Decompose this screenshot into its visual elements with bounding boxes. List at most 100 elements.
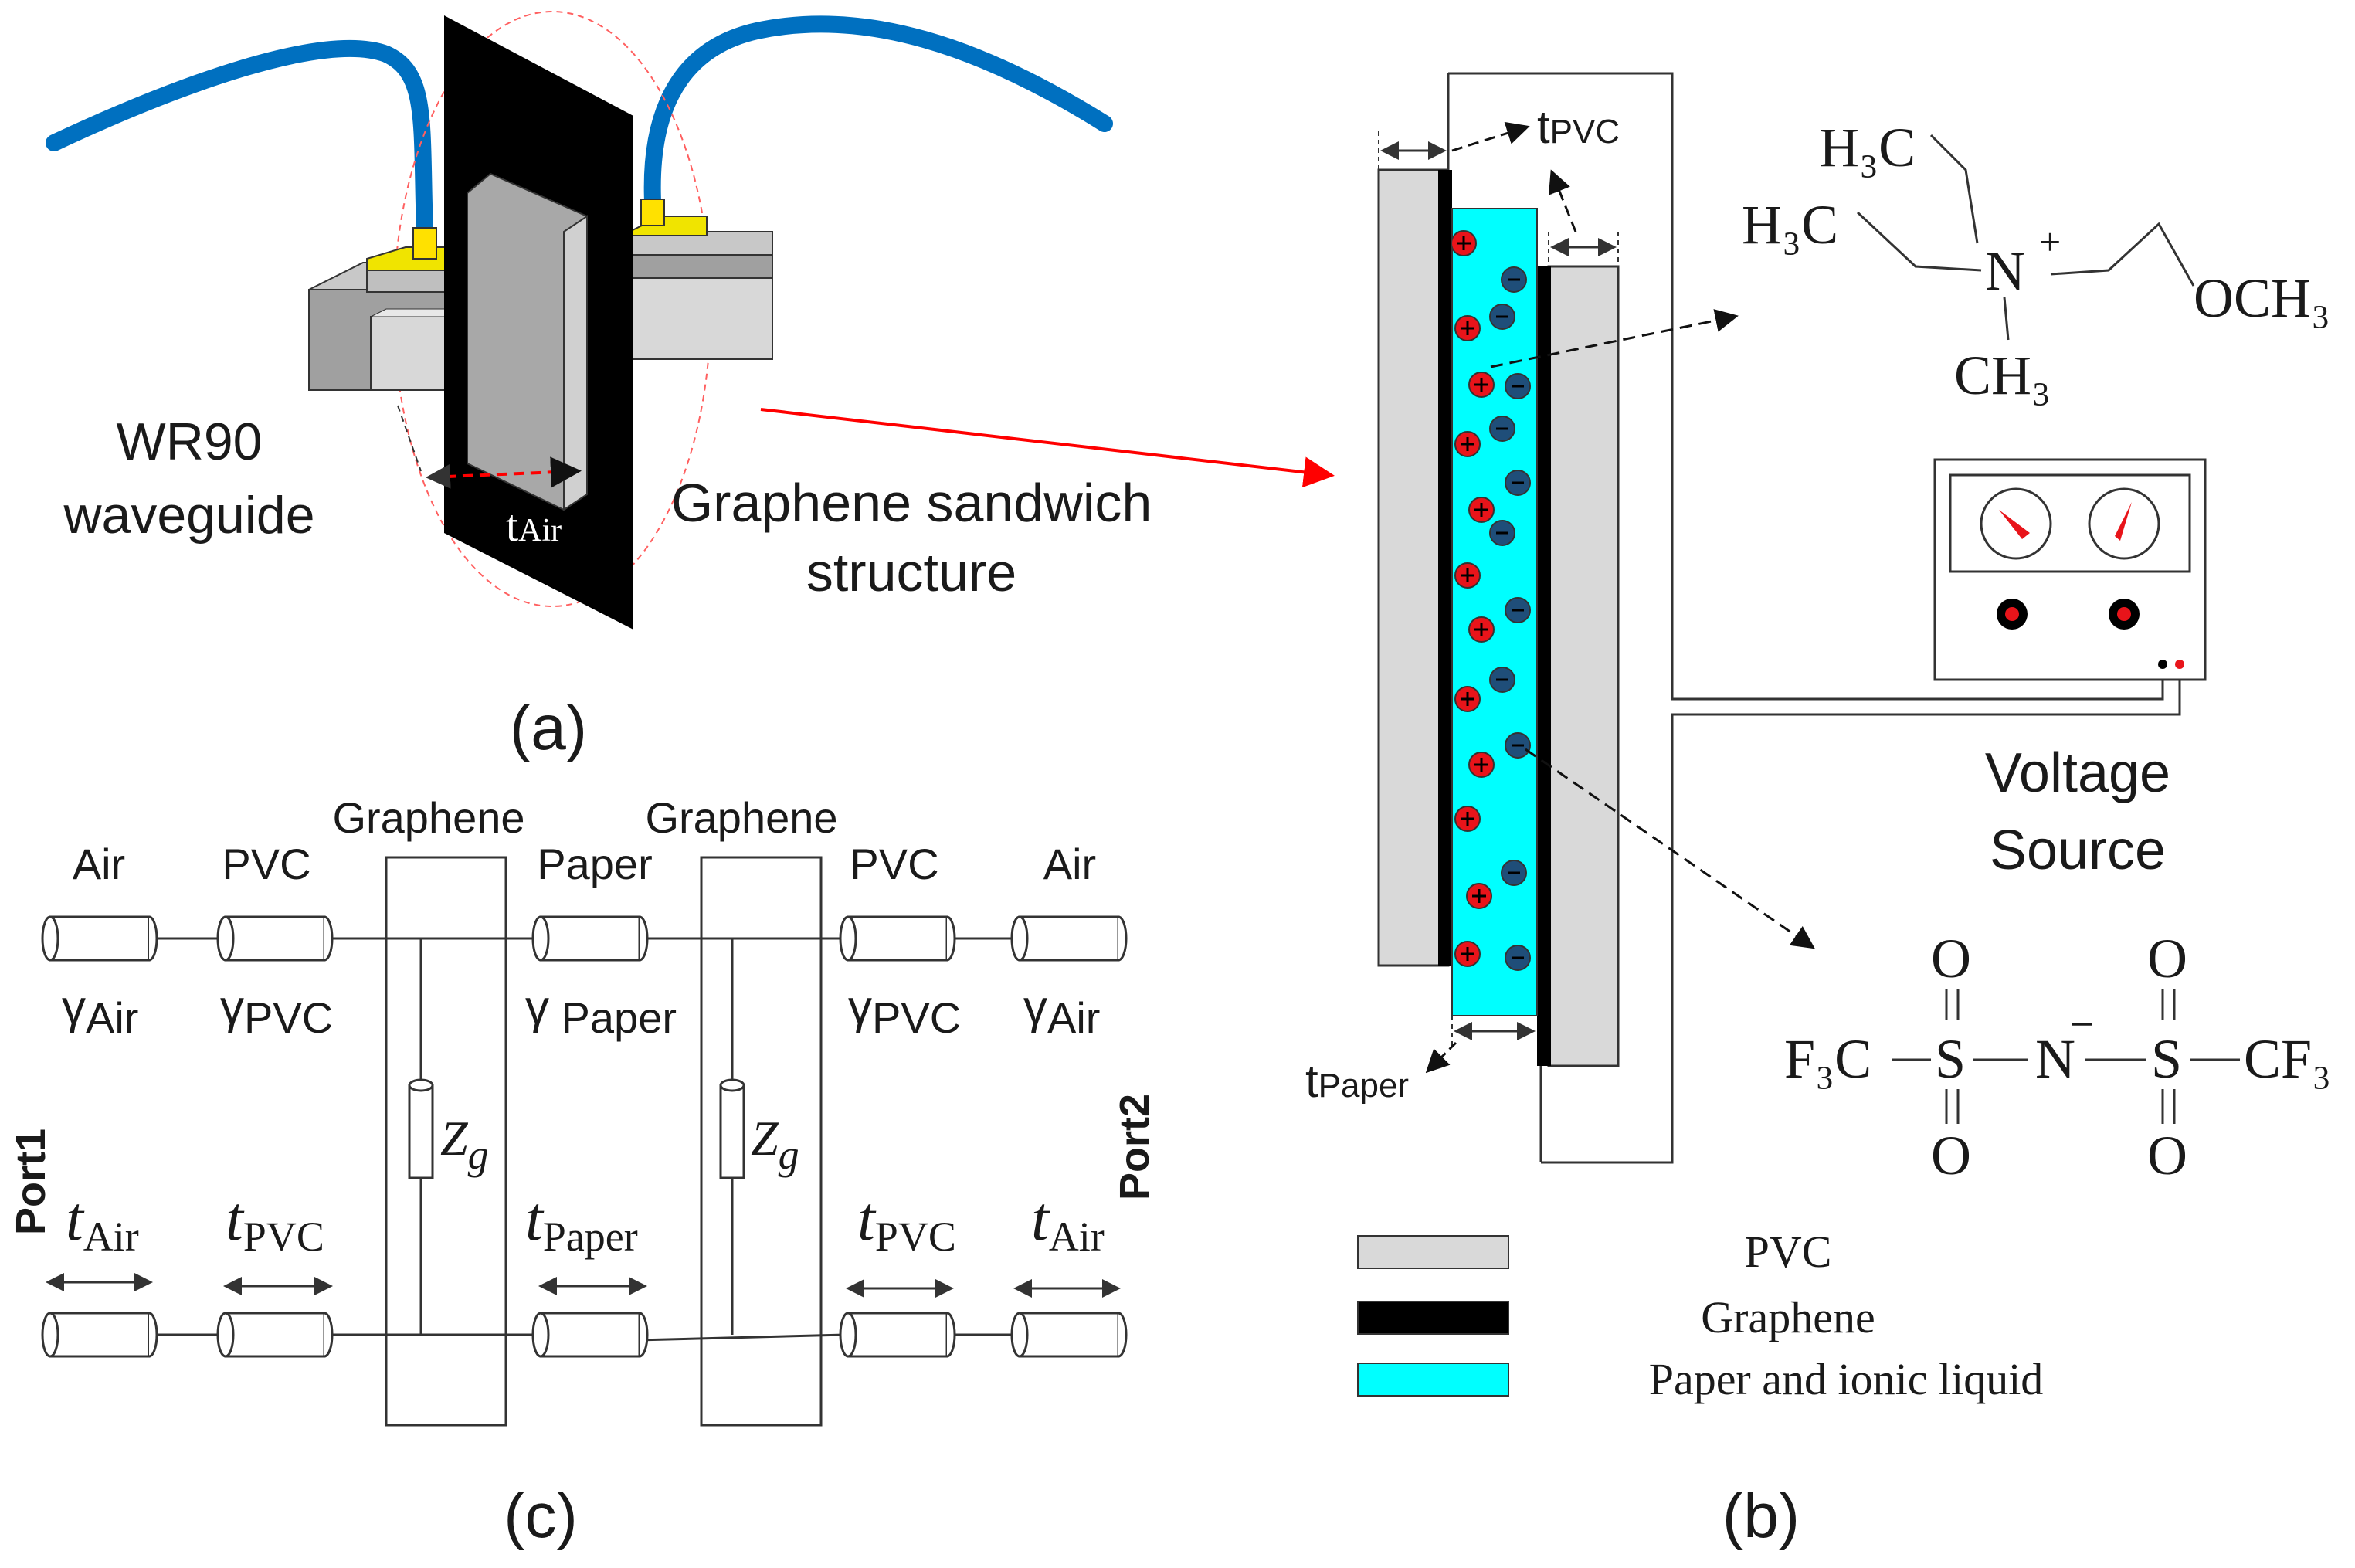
ion-group bbox=[1451, 230, 1531, 971]
legend-swatch-pvc bbox=[1357, 1235, 1509, 1269]
tline-section-top-1 bbox=[41, 915, 158, 962]
voltage-source-label-2: Source bbox=[1990, 820, 2166, 881]
zoom-arrow bbox=[760, 408, 1335, 488]
t-pvc-right: tPVC bbox=[857, 1183, 956, 1260]
knob-left bbox=[1997, 599, 2028, 630]
legend-label-graphene: Graphene bbox=[1701, 1292, 1875, 1342]
zg-element-1 bbox=[408, 1078, 434, 1179]
svg-text:F₃C: F₃C bbox=[1784, 1028, 1871, 1090]
t-pvc-label: tPVC bbox=[1537, 101, 1620, 153]
t-air-arrow bbox=[426, 456, 582, 489]
cation-plus-sign bbox=[1461, 437, 1474, 451]
waveguide-label-line1: WR90 bbox=[117, 412, 263, 471]
port2-label: Port2 bbox=[1111, 1094, 1158, 1200]
cation-plus-sign bbox=[1461, 321, 1474, 335]
label-pvc-left: PVC bbox=[222, 840, 310, 888]
svg-text:N: N bbox=[1985, 240, 2025, 302]
voltage-source-label-1: Voltage bbox=[1985, 742, 2170, 804]
panel-b: tPVC tPaper H₃C H₃C N + OCH₃ CH₃ bbox=[1305, 72, 2331, 1551]
zg-label-1: Zg bbox=[440, 1111, 489, 1178]
legend-swatch-graphene bbox=[1357, 1301, 1509, 1335]
t-air-left: tAir bbox=[66, 1183, 139, 1260]
svg-text:O: O bbox=[2147, 928, 2187, 989]
svg-text:H₃C: H₃C bbox=[1742, 194, 1838, 256]
sandwich-label-line2: structure bbox=[806, 542, 1016, 602]
t-air-label: tAir bbox=[506, 501, 562, 551]
legend-label-pvc: PVC bbox=[1745, 1227, 1832, 1277]
label-air-left: Air bbox=[73, 840, 125, 888]
knob-right bbox=[2109, 599, 2140, 630]
tline-section-top-2 bbox=[216, 915, 334, 962]
cation-plus-sign bbox=[1472, 889, 1486, 903]
tline-section-top-4 bbox=[839, 915, 956, 962]
svg-text:H₃C: H₃C bbox=[1819, 117, 1916, 178]
cation-plus-sign bbox=[1461, 947, 1474, 961]
gamma-pvc-right: γPVC bbox=[848, 981, 961, 1042]
svg-text:N: N bbox=[2035, 1028, 2075, 1090]
svg-text:−: − bbox=[2070, 1001, 2095, 1049]
t-air-right: tAir bbox=[1031, 1183, 1105, 1260]
label-graphene-2: Graphene bbox=[645, 793, 837, 842]
pvc-layer-left bbox=[1377, 168, 1450, 967]
anion-structure: F₃C S N − S CF₃ O O O O bbox=[1784, 928, 2331, 1186]
graphene-layer-left bbox=[1438, 170, 1452, 966]
right-coax-cable bbox=[643, 15, 1113, 209]
graphene-box-1 bbox=[385, 856, 507, 1427]
cation-plus-sign bbox=[1461, 568, 1474, 582]
panel-a-label: (a) bbox=[510, 693, 587, 763]
electrode-wire-frame bbox=[1448, 72, 2181, 1164]
panel-b-label: (b) bbox=[1722, 1481, 1800, 1551]
graphene-layer-right bbox=[1537, 266, 1551, 1066]
svg-text:CF₃: CF₃ bbox=[2244, 1028, 2331, 1090]
label-air-right: Air bbox=[1043, 840, 1096, 888]
left-coax-cable bbox=[46, 39, 433, 240]
tline-section-bottom-1 bbox=[41, 1312, 158, 1358]
cation-structure: H₃C H₃C N + OCH₃ CH₃ bbox=[1742, 117, 2330, 406]
gamma-air-left: γAir bbox=[62, 981, 138, 1042]
sandwich-label-line1: Graphene sandwich bbox=[671, 473, 1152, 533]
svg-text:+: + bbox=[2039, 220, 2061, 263]
pvc-layer-right bbox=[1547, 265, 1620, 1067]
cation-plus-sign bbox=[1474, 623, 1488, 636]
legend-label-paper-ionic: Paper and ionic liquid bbox=[1649, 1354, 2044, 1404]
cation-plus-sign bbox=[1474, 758, 1488, 772]
tline-bottom bbox=[148, 1333, 1016, 1342]
gamma-pvc-left: γPVC bbox=[220, 981, 333, 1042]
graphene-box-2 bbox=[700, 856, 823, 1427]
tline-section-top-3 bbox=[531, 915, 649, 962]
svg-text:O: O bbox=[2147, 1125, 2187, 1186]
svg-text:S: S bbox=[1935, 1028, 1966, 1090]
panel-c: Zg Zg Air PVC Paper PVC Air Graphene Gra… bbox=[8, 793, 1158, 1551]
gamma-paper: γ Paper bbox=[525, 981, 677, 1042]
label-graphene-1: Graphene bbox=[332, 793, 524, 842]
svg-text:O: O bbox=[1931, 1125, 1971, 1186]
label-paper: Paper bbox=[537, 840, 652, 888]
cation-plus-sign bbox=[1461, 692, 1474, 706]
panel-c-label: (c) bbox=[504, 1481, 578, 1551]
tline-section-bottom-2 bbox=[216, 1312, 334, 1358]
gamma-air-right: γAir bbox=[1023, 981, 1100, 1042]
panel-a: tAir WR90 waveguide Graphene sandwich st… bbox=[46, 11, 1335, 763]
svg-text:O: O bbox=[1931, 928, 1971, 989]
zg-label-2: Zg bbox=[751, 1111, 799, 1178]
t-pvc-left: tPVC bbox=[226, 1183, 324, 1260]
tline-section-bottom-5 bbox=[1010, 1312, 1128, 1358]
tline-section-bottom-3 bbox=[531, 1312, 649, 1358]
t-paper-label: tPaper bbox=[1305, 1055, 1409, 1107]
tline-sections bbox=[41, 915, 1128, 1358]
port1-label: Port1 bbox=[8, 1128, 54, 1235]
cation-plus-sign bbox=[1474, 503, 1488, 517]
voltage-source bbox=[1933, 458, 2207, 681]
legend: PVC Graphene Paper and ionic liquid bbox=[1357, 1227, 2044, 1404]
svg-text:S: S bbox=[2151, 1028, 2182, 1090]
legend-swatch-paper-ionic bbox=[1357, 1363, 1509, 1397]
zg-element-2 bbox=[719, 1078, 745, 1179]
cation-plus-sign bbox=[1461, 812, 1474, 826]
svg-text:OCH₃: OCH₃ bbox=[2194, 267, 2330, 329]
tline-section-bottom-4 bbox=[839, 1312, 956, 1358]
waveguide-label-line2: waveguide bbox=[63, 486, 314, 545]
svg-text:CH₃: CH₃ bbox=[1954, 344, 2051, 406]
tline-section-top-5 bbox=[1010, 915, 1128, 962]
t-paper: tPaper bbox=[525, 1183, 638, 1260]
